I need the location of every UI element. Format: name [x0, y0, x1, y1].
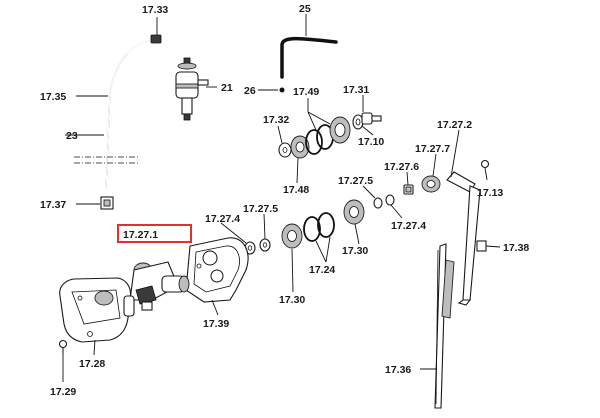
clip-17-38 — [476, 240, 487, 252]
wiper-arm-17-27-2 — [446, 171, 481, 306]
orings-17-49 — [305, 124, 334, 155]
label-23: 23 — [66, 130, 78, 142]
label-26: 26 — [244, 85, 256, 97]
label-17-30-upper: 17.30 — [342, 245, 368, 257]
label-17-24: 17.24 — [309, 264, 335, 276]
washer-17-27-5-left — [259, 238, 271, 252]
bolt-17-31 — [361, 112, 382, 125]
orings-17-24 — [303, 212, 335, 242]
label-17-38: 17.38 — [503, 242, 529, 254]
leader-lines — [62, 14, 501, 382]
label-17-48: 17.48 — [283, 184, 309, 196]
label-17-33: 17.33 — [142, 4, 168, 16]
screw-17-13 — [480, 159, 490, 169]
motor-17-27-1 — [129, 261, 190, 311]
label-17-37: 17.37 — [40, 199, 66, 211]
label-17-27-4-left: 17.27.4 — [205, 213, 240, 225]
clip-26 — [279, 87, 285, 93]
bushing-17-30-lower — [281, 223, 303, 249]
nut-17-27-6 — [403, 184, 414, 195]
label-17-13: 17.13 — [477, 187, 503, 199]
label-17-28: 17.28 — [79, 358, 105, 370]
label-17-27-5-upper: 17.27.5 — [338, 175, 373, 187]
nozzle-17-33 — [150, 34, 162, 44]
part-labels: 17.33 25 17.35 21 26 17.49 17.31 23 17.3… — [40, 3, 529, 398]
label-17-31: 17.31 — [343, 84, 369, 96]
washer-17-32 — [278, 142, 292, 158]
washer-hose — [74, 39, 153, 191]
label-25: 25 — [299, 3, 311, 15]
bushing-17-48 — [290, 135, 310, 159]
label-17-36: 17.36 — [385, 364, 411, 376]
label-17-35: 17.35 — [40, 91, 66, 103]
connector-17-37 — [100, 196, 114, 210]
bearing-17-49 — [329, 116, 351, 144]
label-17-29: 17.29 — [50, 386, 76, 398]
washer-17-27-4-right — [385, 194, 395, 206]
screw-17-29 — [58, 339, 68, 354]
label-17-27-7: 17.27.7 — [415, 143, 450, 155]
washer-pump-21 — [175, 57, 209, 121]
hose-25 — [280, 36, 338, 79]
cap-17-27-7 — [421, 175, 441, 193]
label-17-30-lower: 17.30 — [279, 294, 305, 306]
label-17-27-6: 17.27.6 — [384, 161, 419, 173]
label-17-39: 17.39 — [203, 318, 229, 330]
label-17-27-5-lower: 17.27.5 — [243, 203, 278, 215]
gasket-17-39 — [185, 237, 249, 303]
highlight-box — [117, 224, 192, 243]
label-17-27-2: 17.27.2 — [437, 119, 472, 131]
label-17-10: 17.10 — [358, 136, 384, 148]
label-21: 21 — [221, 82, 233, 94]
label-17-27-4-right: 17.27.4 — [391, 220, 426, 232]
housing-17-28 — [59, 277, 135, 343]
label-17-32: 17.32 — [263, 114, 289, 126]
label-17-27-1: 17.27.1 — [123, 229, 158, 241]
washer-17-27-5-right — [373, 197, 383, 209]
bearing-17-30-upper — [343, 199, 365, 225]
wiper-blade-17-36 — [434, 243, 455, 409]
label-17-49: 17.49 — [293, 86, 319, 98]
